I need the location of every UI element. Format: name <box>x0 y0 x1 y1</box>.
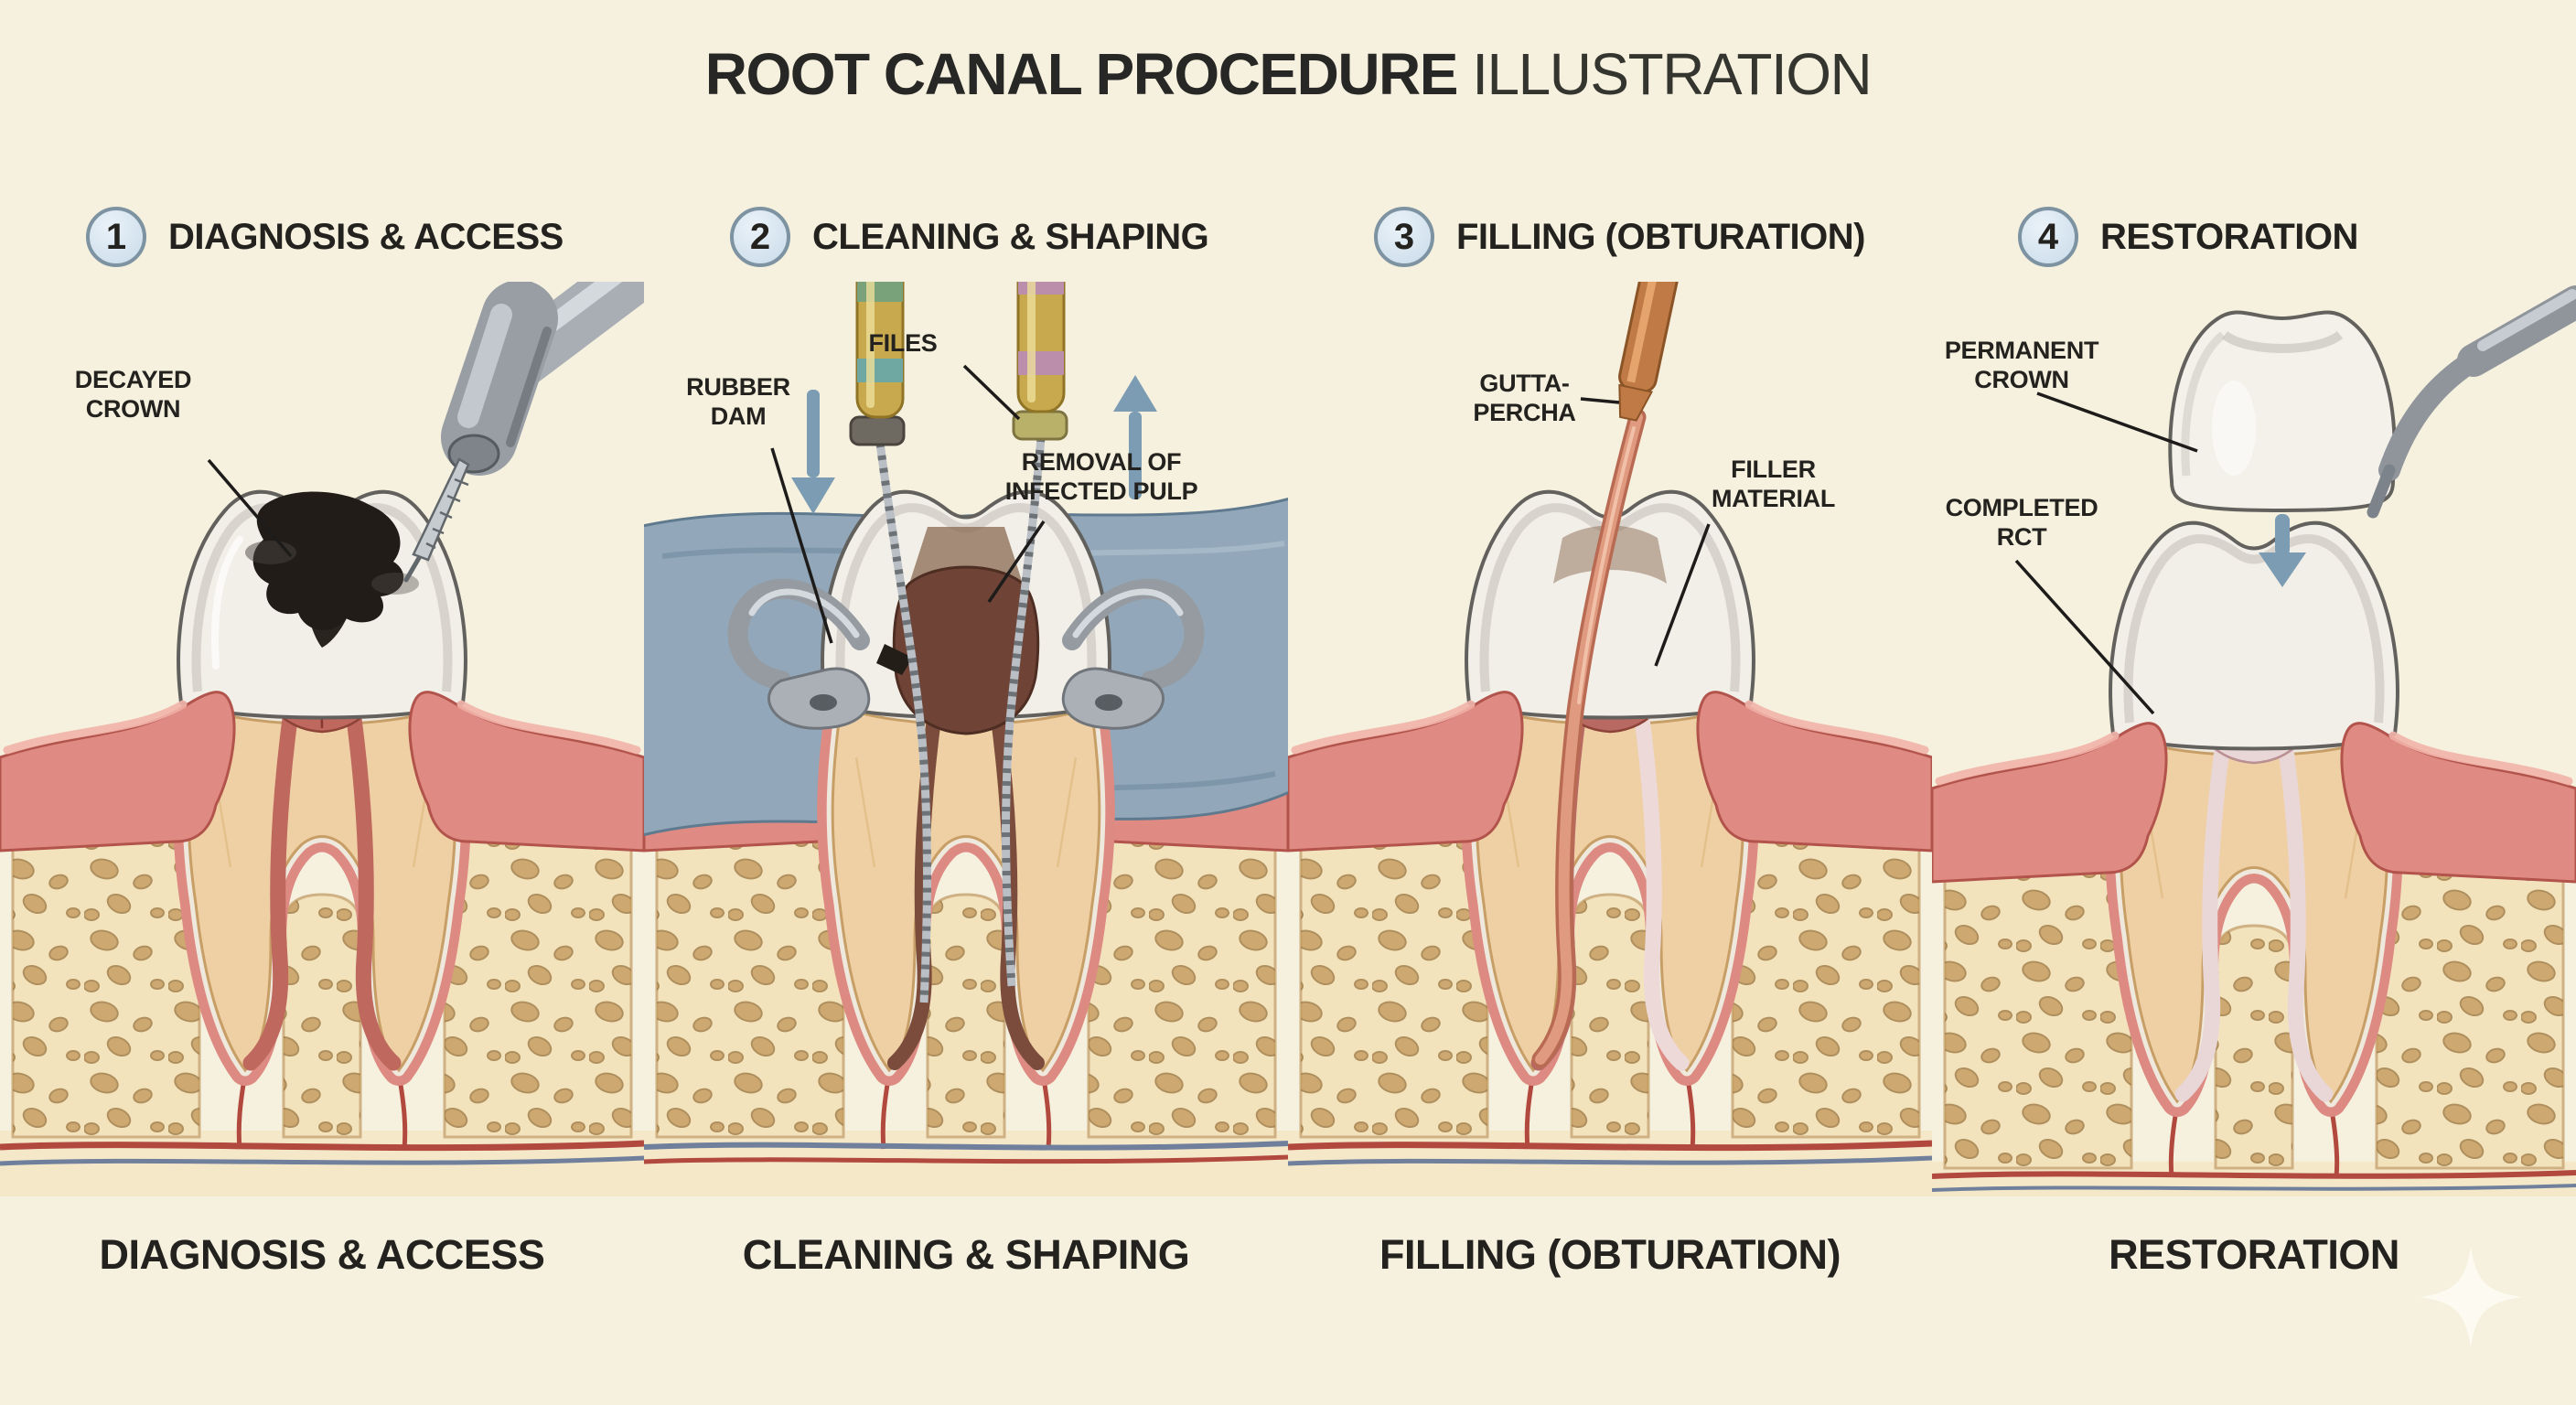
blood-vessels <box>1288 1073 1932 1166</box>
pointer-line <box>1654 523 1711 667</box>
plugger-handle <box>1618 282 1681 422</box>
step-3-title: FILLING (OBTURATION) <box>1456 216 1865 257</box>
pointer-line <box>207 458 293 558</box>
arrow-up-icon <box>1113 375 1157 412</box>
label-decayed-crown: DECAYED CROWN <box>74 366 192 423</box>
pointer-line <box>770 447 833 644</box>
label-filler-material: FILLER MATERIAL <box>1711 456 1836 512</box>
label-permanent-crown: PERMANENT CROWN <box>1944 337 2099 393</box>
label-completed-rct: COMPLETED RCT <box>1945 494 2098 551</box>
drill-bur-spiral <box>425 477 469 550</box>
label-rubber-dam: RUBBER DAM <box>686 373 790 430</box>
dental-drill-icon <box>403 282 644 583</box>
step-4-badge: 4 <box>2018 207 2078 267</box>
panel-cleaning-shaping: 2 CLEANING & SHAPING <box>644 192 1288 1279</box>
jawbone <box>1932 832 2576 1196</box>
label-gutta-percha: GUTTA- PERCHA <box>1473 370 1576 426</box>
file-band-pink <box>1018 282 1064 295</box>
root-canal-right-filled <box>1633 703 1690 1071</box>
step-2-art: RUBBER DAM FILES REMOVAL OF INFECTED PUL… <box>644 282 1288 1196</box>
pointer-lines <box>1580 397 1711 667</box>
root-canal-left-filled <box>2174 735 2231 1102</box>
jawbone <box>644 801 1288 1196</box>
page-title-secondary: ILLUSTRATION <box>1472 41 1873 107</box>
page-title-main: ROOT CANAL PROCEDURE <box>704 41 1459 107</box>
dam-clamp <box>727 578 1205 730</box>
permanent-crown-float <box>2168 310 2397 513</box>
step-3-illustration <box>1288 282 1932 1196</box>
pointer-line <box>2036 391 2198 453</box>
direction-arrows <box>791 375 1157 514</box>
step-2-badge: 2 <box>730 207 790 267</box>
step-4-header: 4 RESTORATION <box>1932 192 2576 282</box>
pointer-line <box>1580 397 1620 404</box>
endo-file-left <box>849 282 931 1003</box>
jawbone <box>0 801 644 1196</box>
treated-tooth <box>1932 520 2576 1196</box>
panels-row: 1 DIAGNOSIS & ACCESS <box>0 192 2576 1279</box>
pointer-lines <box>770 364 1046 644</box>
gutta-percha-point <box>1531 282 1681 1068</box>
file-band-teal <box>857 359 903 382</box>
step-1-illustration <box>0 282 644 1196</box>
crown-placement-tool <box>2367 285 2576 519</box>
step-4-title: RESTORATION <box>2100 216 2358 257</box>
pointer-line <box>987 520 1046 603</box>
arrow-down-icon <box>791 477 835 514</box>
arrow-up-icon <box>1129 412 1142 499</box>
root-canal-left <box>242 703 299 1071</box>
step-2-title: CLEANING & SHAPING <box>812 216 1209 257</box>
sparkle-icon <box>2420 1247 2521 1347</box>
label-files: FILES <box>868 329 938 357</box>
placement-arrow-icon <box>2259 514 2306 587</box>
endo-file-right <box>1002 282 1068 987</box>
panel-diagnosis-access: 1 DIAGNOSIS & ACCESS <box>0 192 644 1279</box>
step-3-header: 3 FILLING (OBTURATION) <box>1288 192 1932 282</box>
step-3-caption: FILLING (OBTURATION) <box>1379 1231 1841 1278</box>
step-2-illustration <box>644 282 1288 1196</box>
step-4-caption: RESTORATION <box>2109 1231 2399 1278</box>
blood-vessels <box>644 1073 1288 1164</box>
pointer-line <box>2014 559 2155 715</box>
step-1-art: DECAYED CROWN <box>0 282 644 1196</box>
step-2-header: 2 CLEANING & SHAPING <box>644 192 1288 282</box>
gum-tissue <box>1288 691 1932 853</box>
page-title: ROOT CANAL PROCEDURE ILLUSTRATION <box>0 40 2576 108</box>
arrow-down-icon <box>807 390 820 477</box>
step-3-art: GUTTA- PERCHA FILLER MATERIAL <box>1288 282 1932 1196</box>
step-2-caption: CLEANING & SHAPING <box>742 1231 1190 1278</box>
step-1-title: DIAGNOSIS & ACCESS <box>168 216 564 257</box>
file-band-pink <box>1018 351 1064 375</box>
step-1-header: 1 DIAGNOSIS & ACCESS <box>0 192 644 282</box>
panel-filling-obturation: 3 FILLING (OBTURATION) <box>1288 192 1932 1279</box>
root-canal-right-filled <box>2277 735 2334 1102</box>
gum-tissue <box>0 691 644 853</box>
file-band-green <box>857 282 903 302</box>
pointer-lines <box>2014 391 2198 715</box>
pointer-line <box>962 364 1021 421</box>
root-canal-right <box>345 703 402 1071</box>
step-3-badge: 3 <box>1374 207 1434 267</box>
step-1-badge: 1 <box>86 207 146 267</box>
jawbone <box>1288 801 1932 1196</box>
step-4-art: PERMANENT CROWN COMPLETED RCT <box>1932 282 2576 1196</box>
panel-restoration: 4 RESTORATION <box>1932 192 2576 1279</box>
step-1-caption: DIAGNOSIS & ACCESS <box>99 1231 545 1278</box>
label-removal-infected-pulp: REMOVAL OF INFECTED PULP <box>1004 448 1198 505</box>
enamel-crown <box>2109 520 2399 751</box>
decay-remnant <box>876 644 913 675</box>
step-4-illustration <box>1932 285 2576 1196</box>
gum-tissue <box>1932 722 2576 884</box>
